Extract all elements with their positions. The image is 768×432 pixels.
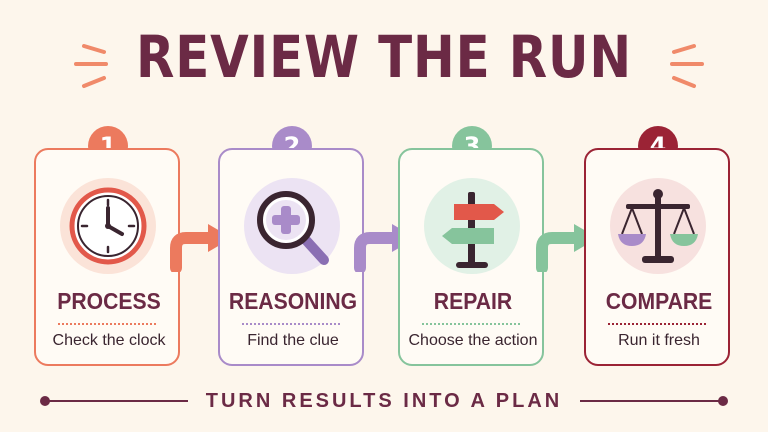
step-2-card: REASONING Find the clue (218, 148, 364, 366)
left-burst-icon (74, 44, 108, 88)
step-2-divider (242, 323, 340, 325)
step-1-card: PROCESS Check the clock (34, 148, 180, 366)
step-1-subtitle: Check the clock (52, 332, 166, 349)
step-4-subtitle: Run it fresh (618, 332, 700, 349)
step-3-divider (422, 323, 520, 325)
footer-right-dot (718, 396, 728, 406)
step-1-divider (58, 323, 156, 325)
step-3-card: REPAIR Choose the action (398, 148, 544, 366)
step-3-subtitle: Choose the action (408, 332, 538, 349)
magnifier-icon (257, 191, 329, 265)
step-4-divider (608, 323, 706, 325)
footer-tagline: TURN RESULTS INTO A PLAN (205, 390, 563, 412)
footer-left-line (46, 400, 188, 402)
step-4-card: COMPARE Run it fresh (584, 148, 730, 366)
right-burst-icon (670, 44, 704, 88)
step-2-title: REASONING (228, 288, 358, 314)
page-title: REVIEW THE RUN (135, 23, 633, 91)
step-3-title: REPAIR (433, 288, 513, 314)
footer-right-line (580, 400, 722, 402)
clock-icon (69, 187, 147, 265)
balance-scale-icon (618, 189, 698, 263)
step-4-title: COMPARE (605, 288, 713, 314)
footer-left-dot (40, 396, 50, 406)
signpost-icon (442, 192, 504, 268)
step-2-subtitle: Find the clue (247, 332, 339, 349)
step-1-title: PROCESS (57, 288, 161, 314)
